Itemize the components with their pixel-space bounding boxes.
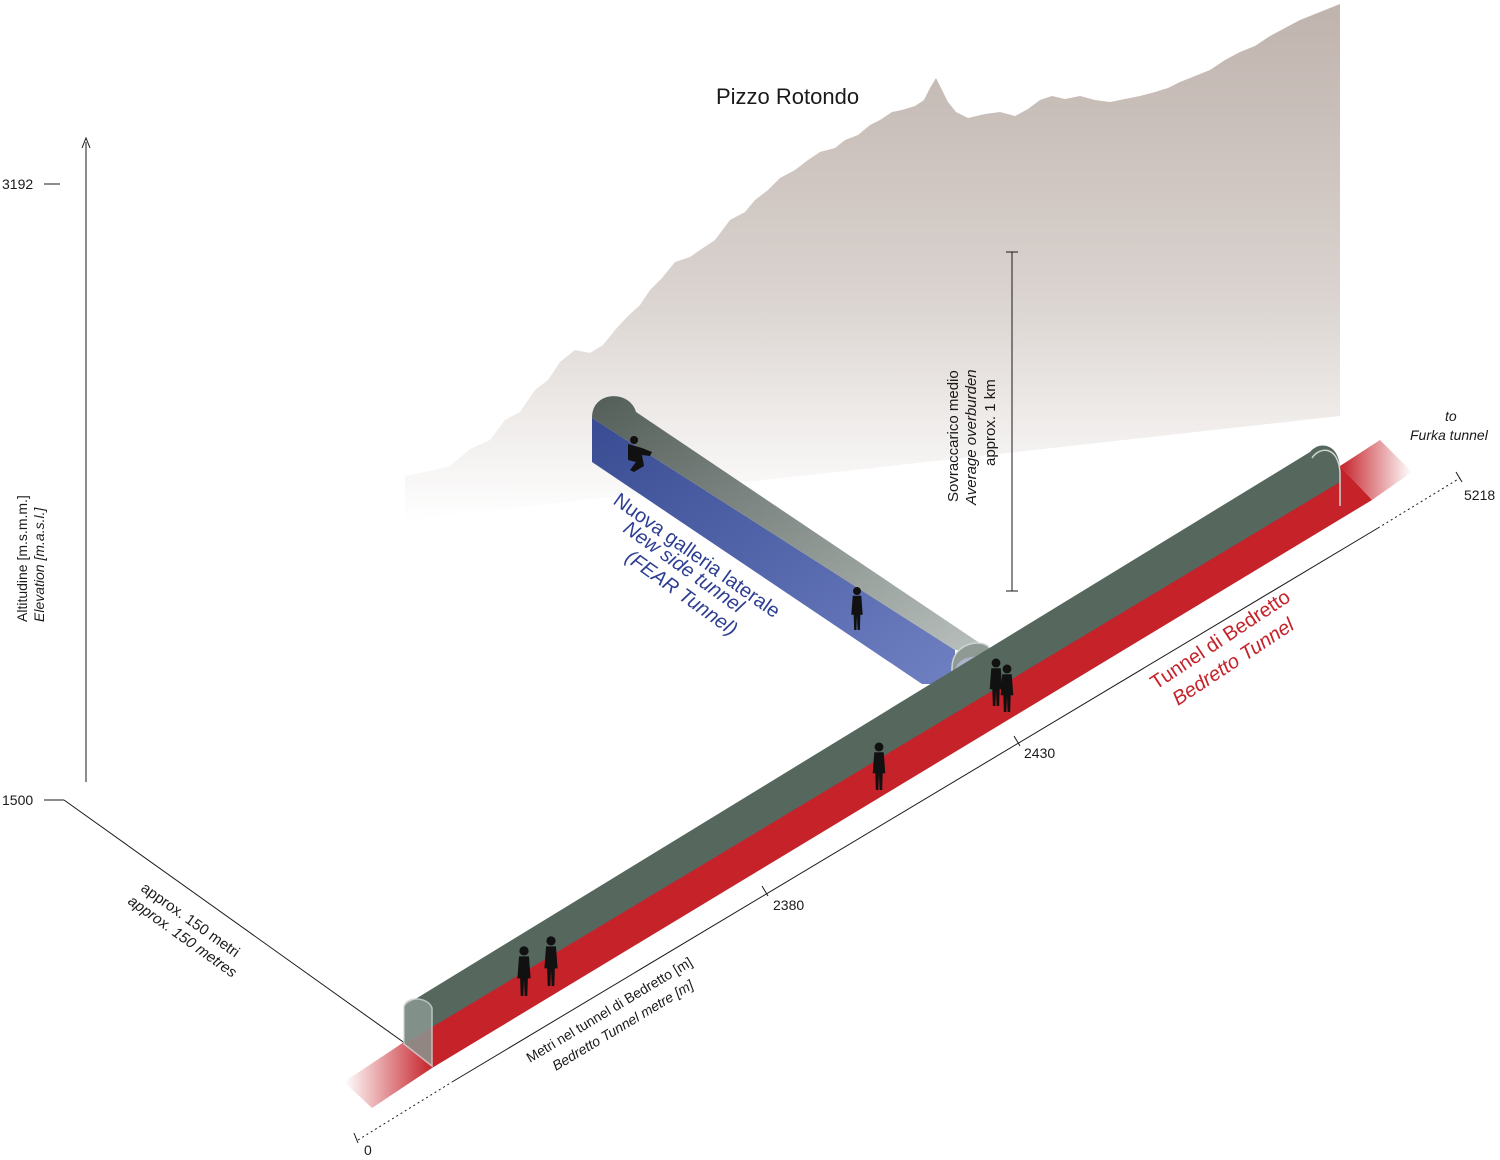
- length-tick-start-mark: [353, 1132, 359, 1144]
- main-tunnel-shell: [404, 445, 1340, 1044]
- length-tick-end-mark: [1455, 471, 1463, 483]
- overburden-label-3: approx. 1 km: [982, 379, 999, 466]
- length-tick-start: 0: [364, 1142, 372, 1158]
- overburden-label-1: Sovraccarico medio: [945, 370, 962, 502]
- length-axis-dotted-start: [357, 1081, 453, 1141]
- main-tunnel-portal-left: [403, 998, 433, 1068]
- side-tunnel-wall: [592, 418, 955, 684]
- mountain-name: Pizzo Rotondo: [716, 84, 859, 109]
- elevation-tick-bottom: 1500: [2, 792, 33, 808]
- elevation-axis-label-en: Elevation [m.a.s.l.]: [31, 507, 47, 622]
- length-tick-2430-mark: [1013, 735, 1021, 747]
- furka-label: to Furka tunnel: [1410, 408, 1489, 443]
- elevation-axis-arrow-icon: [81, 136, 91, 149]
- depth-axis-line: [63, 799, 421, 1055]
- furka-label-2: Furka tunnel: [1410, 427, 1489, 443]
- person-icon-side-crouch: [628, 436, 652, 472]
- length-tick-2430: 2430: [1024, 745, 1055, 761]
- length-tick-2380-mark: [761, 885, 769, 897]
- elevation-tick-top: 3192: [2, 176, 33, 192]
- main-tunnel-portal-right: [1311, 449, 1341, 506]
- mountain-silhouette: [405, 4, 1340, 520]
- side-tunnel-shell: [592, 396, 990, 650]
- length-tick-2380: 2380: [773, 897, 804, 913]
- people: [517, 436, 1014, 996]
- main-tunnel: [344, 440, 1412, 1108]
- main-tunnel-fade-left: [344, 1042, 432, 1108]
- elevation-axis-label-it: Altitudine [m.s.m.m.]: [14, 495, 30, 622]
- length-tick-end: 5218: [1464, 487, 1495, 503]
- length-axis-dotted-end: [1377, 477, 1461, 529]
- furka-label-1: to: [1445, 408, 1457, 424]
- main-tunnel-fade-right: [1340, 440, 1412, 500]
- length-axis-line: [451, 527, 1379, 1083]
- overburden-label-2: Average overburden: [963, 369, 980, 506]
- main-tunnel-floor: [404, 466, 1372, 1068]
